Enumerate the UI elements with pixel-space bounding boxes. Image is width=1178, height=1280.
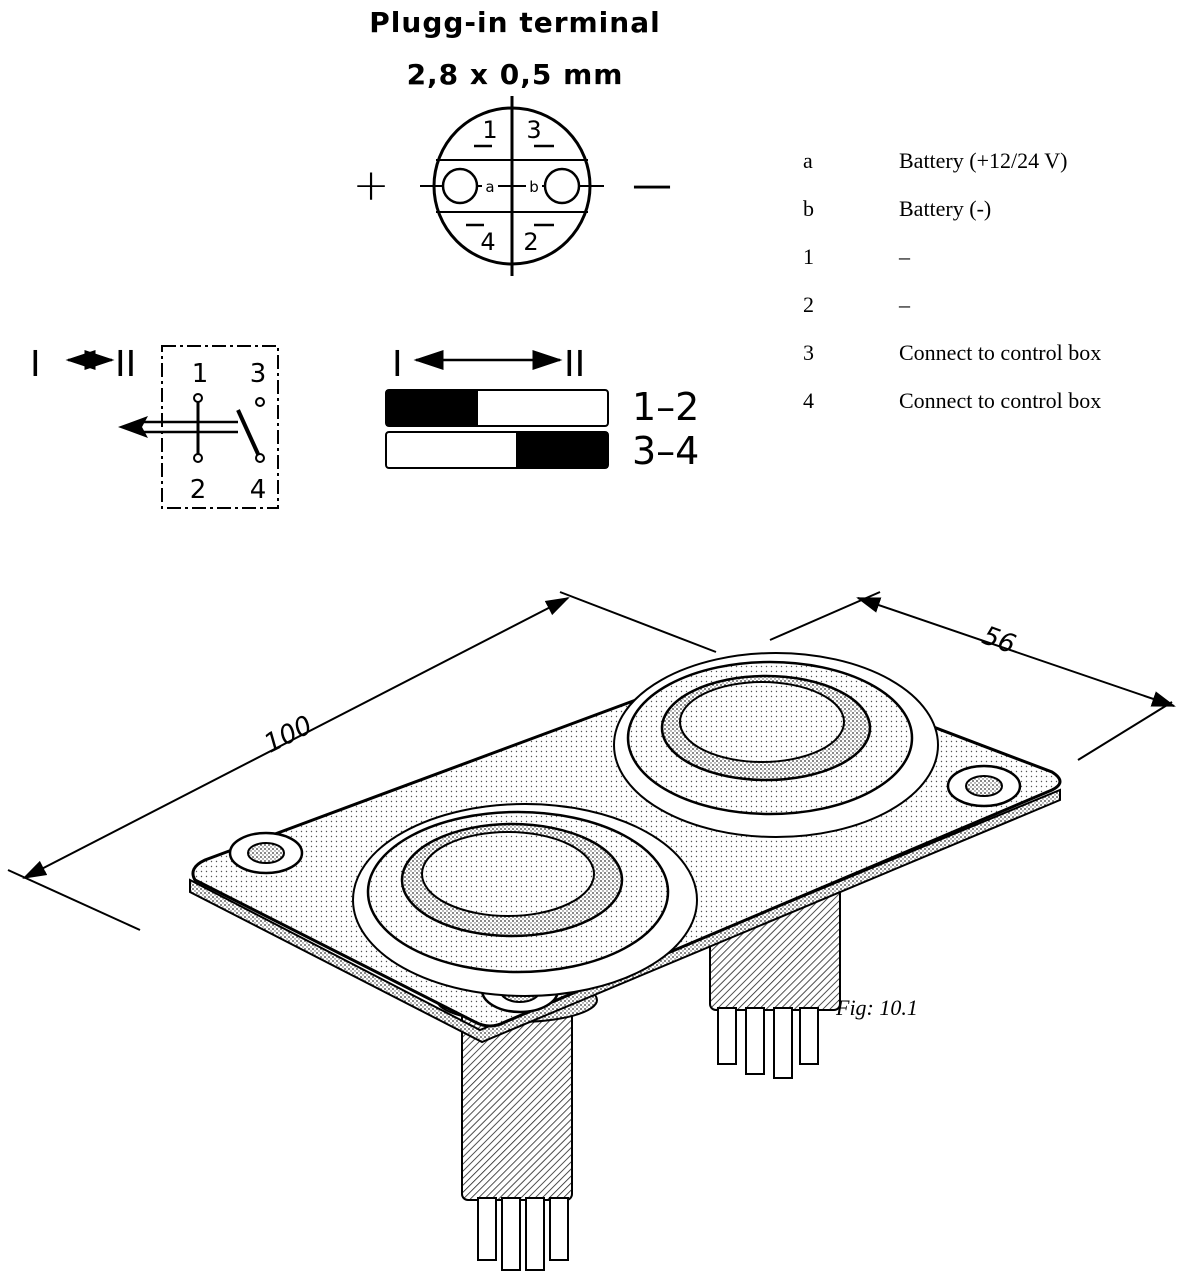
pin-3-label: 3 [526, 116, 541, 144]
connector-pinout: a b 1 3 4 2 + — [353, 96, 672, 276]
switch-pin-3: 3 [250, 359, 267, 389]
pin-1-label: 1 [482, 116, 497, 144]
switch-pin-2: 2 [190, 475, 207, 505]
minus-symbol: — [632, 162, 672, 208]
pin-b-label: b [529, 178, 539, 196]
switch-pos-2-label: II [115, 344, 136, 385]
figure-caption: Fig: 10.1 [836, 995, 918, 1020]
table-row-3-4: 3–4 [632, 429, 699, 473]
plus-symbol: + [353, 160, 390, 211]
title-line-1: Plugg-in terminal [369, 6, 661, 39]
table-pos-1-label: I [392, 344, 403, 385]
pin-b-hole [543, 167, 581, 205]
table-pos-2-label: II [564, 344, 585, 385]
legend-row-1: 1– [803, 244, 910, 269]
switch-pin-1: 1 [192, 359, 209, 389]
pin-a-hole [441, 167, 479, 205]
pin-a-label: a [485, 178, 494, 196]
table-row-1-2: 1–2 [632, 385, 699, 429]
title-line-2: 2,8 x 0,5 mm [406, 58, 624, 91]
legend-row-2: 2– [803, 292, 910, 317]
switch-housing [161, 345, 279, 509]
switch-position-table: I II 1–2 3–4 [385, 344, 699, 473]
pin-4-label: 4 [480, 228, 495, 256]
dimension-width: 56 [978, 621, 1019, 661]
switch-pos-1-label: I [30, 344, 41, 385]
pin-2-label: 2 [523, 228, 538, 256]
switch-schematic: I II 1 3 2 4 [30, 344, 279, 509]
switch-pin-4: 4 [250, 475, 267, 505]
switch-panel-illustration [189, 652, 1062, 1271]
